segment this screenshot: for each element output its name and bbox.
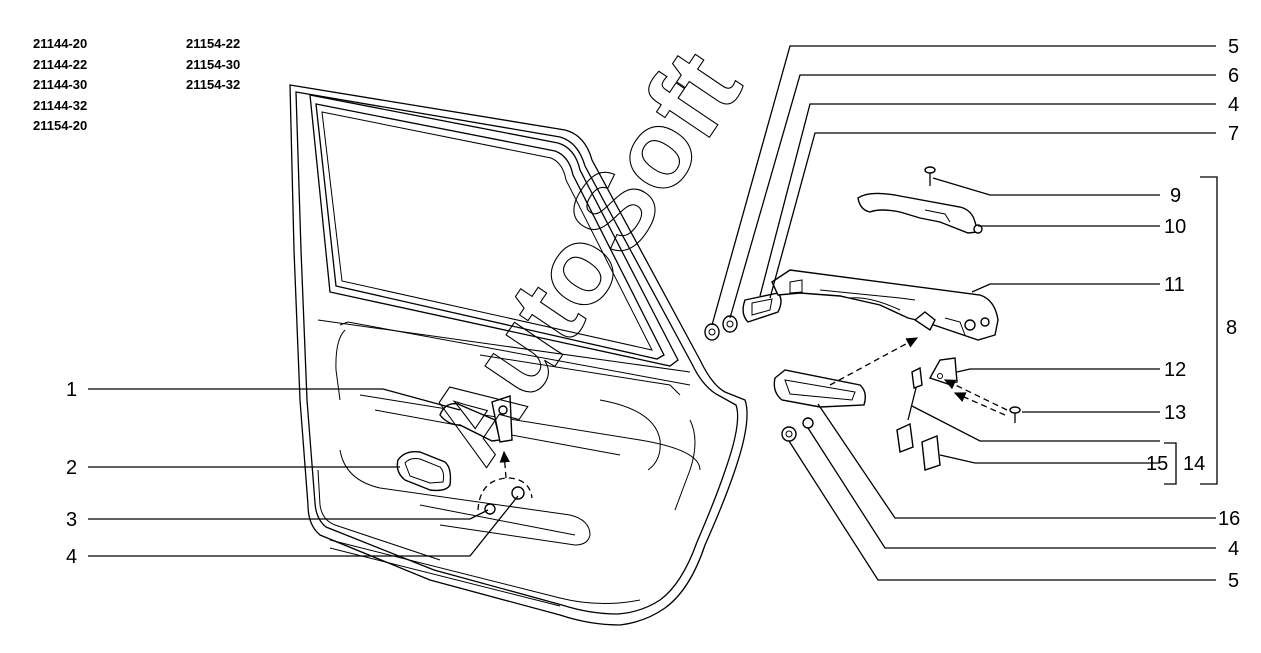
model-code: 21144-30 xyxy=(33,77,88,92)
handle-body xyxy=(771,269,999,341)
screw-top xyxy=(924,166,936,186)
callout-label: 15 xyxy=(1146,453,1168,475)
callout-label: 16 xyxy=(1218,508,1240,530)
model-code: 21144-22 xyxy=(33,56,88,72)
door-pull-cup xyxy=(396,450,452,492)
model-code: 21154-32 xyxy=(186,77,241,92)
gasket-small xyxy=(742,292,782,323)
leader-lines xyxy=(88,45,1218,581)
nut-bottom xyxy=(781,426,797,442)
model-list-column-2: 21154-22 21154-30 21154-32 xyxy=(186,34,240,96)
gasket-large xyxy=(773,369,867,408)
model-code: 21154-20 xyxy=(33,118,88,133)
callout-label: 5 xyxy=(1228,570,1239,592)
model-code: 21144-20 xyxy=(33,36,88,51)
model-list-column-1: 21144-20 21144-22 21144-30 21144-32 2115… xyxy=(33,34,87,137)
model-code: 21154-30 xyxy=(186,56,241,72)
callout-label: 6 xyxy=(1228,65,1239,87)
nut xyxy=(511,486,525,500)
washer-bottom xyxy=(802,417,814,429)
callout-label: 3 xyxy=(66,509,77,531)
callout-label: 7 xyxy=(1228,123,1239,145)
callout-label: 5 xyxy=(1228,36,1239,58)
screw xyxy=(484,503,496,515)
callout-label: 4 xyxy=(66,546,77,568)
callout-group-label: 14 xyxy=(1183,453,1205,475)
callout-label: 2 xyxy=(66,457,77,479)
callout-label: 10 xyxy=(1164,216,1186,238)
callout-label: 9 xyxy=(1170,185,1181,207)
callout-label: 4 xyxy=(1228,94,1239,116)
callout-labels: 1 2 3 4 5 6 4 7 9 10 11 12 13 15 16 4 5 … xyxy=(66,36,1240,592)
callout-group-label: 8 xyxy=(1226,317,1237,339)
model-code: 21154-22 xyxy=(186,36,241,51)
screw-small xyxy=(1009,406,1021,423)
lock-clip xyxy=(928,357,958,385)
callout-label: 4 xyxy=(1228,538,1239,560)
callout-label: 1 xyxy=(66,379,77,401)
callout-label: 13 xyxy=(1164,402,1186,424)
watermark-text: AutoSoft xyxy=(403,30,765,484)
nut-stack xyxy=(704,315,738,341)
lever xyxy=(857,192,983,234)
rod xyxy=(896,366,923,453)
door-panel xyxy=(289,84,748,626)
model-code: 21144-32 xyxy=(33,97,88,113)
callout-label: 12 xyxy=(1164,359,1186,381)
rod-clip xyxy=(921,435,941,471)
interior-handle xyxy=(439,395,513,443)
callout-label: 11 xyxy=(1164,274,1185,296)
assembly-circle xyxy=(477,477,533,511)
